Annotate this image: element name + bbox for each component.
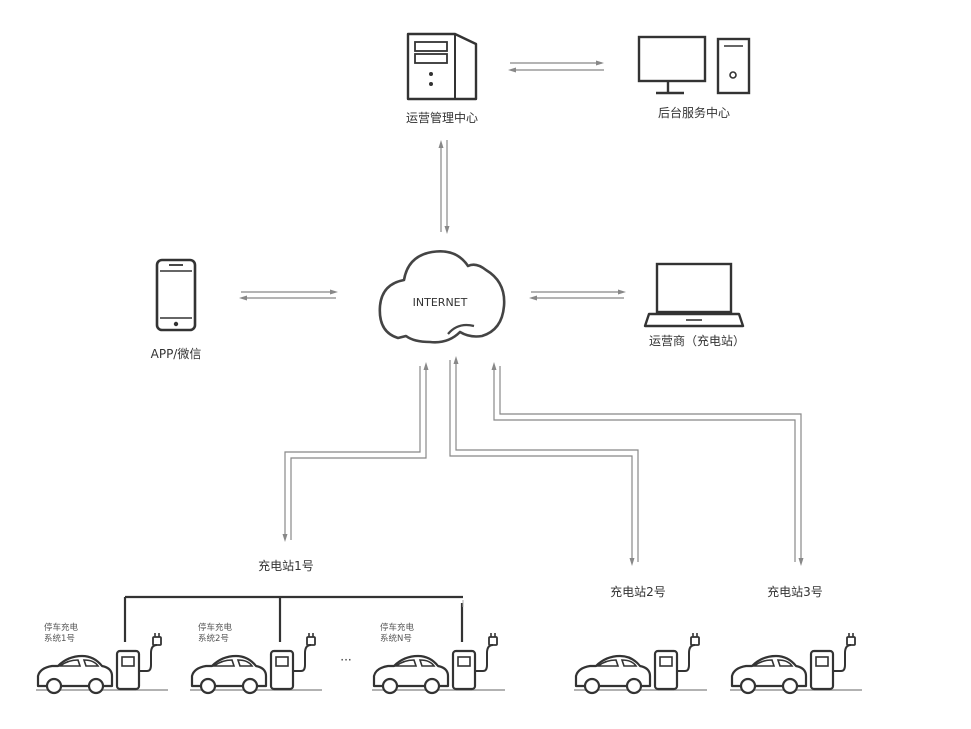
desktop-computer-icon <box>637 35 751 95</box>
parking-unit-n <box>372 631 505 695</box>
station-routing-lines <box>284 360 802 562</box>
charging-pile-icon <box>115 631 163 691</box>
server-cloud-arrows <box>438 140 450 234</box>
parking-sys1-line1: 停车充电 <box>44 622 79 633</box>
station1-bus <box>123 595 464 642</box>
server-icon <box>406 32 478 101</box>
laptop-icon <box>643 262 745 328</box>
parking-unit-1 <box>36 631 168 695</box>
ops-center-label: 运营管理中心 <box>406 110 478 125</box>
station3-label: 充电站3号 <box>767 584 823 599</box>
car-icon <box>730 654 808 695</box>
parking-unit-2 <box>190 631 322 695</box>
parking-sys2-line2: 系统2号 <box>198 633 229 644</box>
charging-pile-icon <box>809 631 857 691</box>
app-cloud-arrows <box>239 289 338 301</box>
smartphone-icon <box>155 258 197 332</box>
station2-unit <box>574 631 707 695</box>
parking-sys2-line1: 停车充电 <box>198 622 233 633</box>
car-icon <box>574 654 652 695</box>
parking-sys1-line2: 系统1号 <box>44 633 75 644</box>
station2-label: 充电站2号 <box>610 584 666 599</box>
car-icon <box>372 654 450 695</box>
parking-sysN-line2: 系统N号 <box>380 633 412 644</box>
server-backend-arrows <box>508 60 604 73</box>
charging-pile-icon <box>269 631 317 691</box>
cloud-icon <box>378 250 506 344</box>
internet-label: INTERNET <box>413 296 468 309</box>
station-routing-arrowheads <box>282 356 804 566</box>
app-label: APP/微信 <box>151 347 202 361</box>
backend-label: 后台服务中心 <box>658 105 730 120</box>
car-icon <box>190 654 268 695</box>
parking-sysN-line1: 停车充电 <box>380 622 415 633</box>
car-icon <box>36 654 114 695</box>
station1-label: 充电站1号 <box>258 558 314 573</box>
station3-unit <box>730 631 862 695</box>
cloud-operator-arrows <box>529 289 626 301</box>
operator-label: 运营商（充电站） <box>649 333 745 348</box>
charging-pile-icon <box>451 631 499 691</box>
ellipsis: ··· <box>340 653 351 667</box>
charging-pile-icon <box>653 631 701 691</box>
